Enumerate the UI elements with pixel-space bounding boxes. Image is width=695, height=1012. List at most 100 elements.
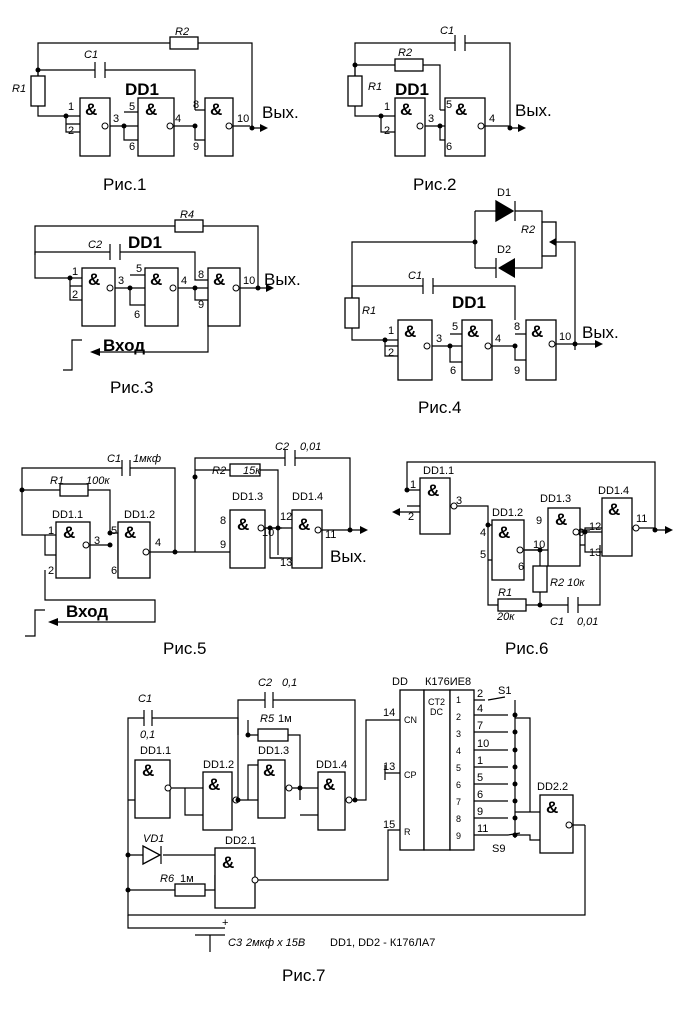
figure-7-caption: Рис.7 [282, 966, 326, 985]
row-number: 8 [456, 814, 461, 824]
r4-label: R4 [180, 209, 194, 221]
s1-label: S1 [498, 685, 511, 697]
nand-symbol: & [531, 322, 543, 341]
c3-value: 2мкф х 15В [245, 937, 305, 949]
pin-label: 1 [410, 479, 416, 491]
d1-label: D1 [497, 187, 511, 199]
dd1-2-label: DD1.2 [203, 759, 234, 771]
nand-symbol: & [208, 775, 220, 794]
nand-symbol: & [498, 523, 510, 542]
c1-value: 0,01 [577, 616, 598, 628]
dd1-3-label: DD1.3 [540, 493, 571, 505]
pin-label: 3 [456, 495, 462, 507]
c1-label: C1 [440, 25, 454, 37]
pin-label: 1 [68, 101, 74, 113]
ct2-label: CT2 [428, 697, 445, 707]
dd1-label: DD1 [128, 233, 162, 252]
r-label: R [404, 827, 411, 837]
c2-value: 0,1 [282, 677, 297, 689]
pin-label: 1 [72, 266, 78, 278]
dd2-2-label: DD2.2 [537, 781, 568, 793]
r1-label: R1 [12, 83, 26, 95]
nand-symbol: & [455, 100, 467, 119]
dd1-1-label: DD1.1 [52, 509, 83, 521]
nand-symbol: & [298, 515, 310, 534]
nand-symbol: & [608, 500, 620, 519]
cp-label: CP [404, 770, 417, 780]
r1-value: 100к [86, 475, 110, 487]
output-label: Вых. [264, 270, 301, 289]
pin-label: 8 [193, 99, 199, 111]
counter-output-pins: 2 4 7 10 1 5 6 9 11 [477, 688, 489, 835]
pin-label: 8 [198, 269, 204, 281]
pin-label: 12 [280, 511, 292, 523]
pin-label: 9 [198, 299, 204, 311]
input-label: Вход [103, 336, 145, 355]
pin-label: 3 [118, 275, 124, 287]
nand-symbol: & [222, 853, 234, 872]
dd1-label: DD1 [125, 80, 159, 99]
vd1-label: VD1 [143, 833, 164, 845]
pin-label: 5 [452, 321, 458, 333]
nand-symbol: & [210, 100, 222, 119]
figure-2: & & C1 R2 R1 DD1 1 2 3 5 6 4 Вых. Рис.2 [347, 25, 552, 194]
figure-4-caption: Рис.4 [418, 398, 462, 417]
output-label: Вых. [262, 103, 299, 122]
pin-label: 1 [388, 325, 394, 337]
dd1-label: DD1 [452, 293, 486, 312]
dd1-2-label: DD1.2 [492, 507, 523, 519]
dd1-1-label: DD1.1 [423, 465, 454, 477]
dd1-3-label: DD1.3 [232, 491, 263, 503]
pin-label: 8 [578, 527, 584, 539]
pin-label: 3 [428, 113, 434, 125]
row-number: 6 [456, 780, 461, 790]
c1-label: C1 [550, 616, 564, 628]
r2-value: R2 10к [550, 577, 585, 589]
figure-1-caption: Рис.1 [103, 175, 147, 194]
row-number: 9 [456, 831, 461, 841]
row-number: 4 [456, 746, 461, 756]
pin-label: 6 [450, 365, 456, 377]
figure-7: & & & & & & C1 0,1 C2 0,1 R5 1м DD1.1 DD… [125, 676, 586, 985]
figure-2-caption: Рис.2 [413, 175, 457, 194]
plus-sign: + [222, 917, 228, 929]
c1-label: C1 [84, 49, 98, 61]
r1-label: R1 [50, 475, 64, 487]
r6-value: 1м [180, 873, 194, 885]
pin-label: 2 [48, 565, 54, 577]
nand-symbol: & [263, 761, 275, 780]
nand-symbol: & [213, 270, 225, 289]
nand-symbol: & [555, 510, 567, 529]
r1-label: R1 [368, 81, 382, 93]
counter-row-numbers: 1 2 3 4 5 6 7 8 9 [456, 695, 461, 841]
pin-label: 8 [220, 515, 226, 527]
pin-label: 5 [111, 525, 117, 537]
pin-label: 4 [155, 537, 161, 549]
dd2-1-label: DD2.1 [225, 835, 256, 847]
pin-label: 10 [237, 113, 249, 125]
figure-6: & & & & DD1.1 DD1.2 DD1.3 DD1.4 R1 20к R… [392, 461, 673, 658]
output-label: Вых. [330, 547, 367, 566]
row-number: 7 [456, 797, 461, 807]
figure-5-caption: Рис.5 [163, 639, 207, 658]
nand-symbol: & [237, 515, 249, 534]
nand-symbol: & [323, 775, 335, 794]
c2-value: 0,01 [300, 441, 321, 453]
pin-label: 12 [589, 521, 601, 533]
pin-label: 9 [536, 515, 542, 527]
nand-symbol: & [145, 100, 157, 119]
dd1-3-label: DD1.3 [258, 745, 289, 757]
pin-label: 10 [559, 331, 571, 343]
c1-label: C1 [107, 453, 121, 465]
nand-symbol: & [404, 322, 416, 341]
c2-label: C2 [275, 441, 289, 453]
pin-label: 14 [383, 707, 395, 719]
nand-symbol: & [124, 523, 136, 542]
input-label: Вход [66, 602, 108, 621]
pin-label: 5 [446, 99, 452, 111]
nand-symbol: & [63, 523, 75, 542]
figure-5: & & & & C1 1мкф R1 100к DD1.1 DD1.2 R2 1… [19, 441, 368, 658]
pin-label: 3 [436, 333, 442, 345]
r1-label: R1 [498, 587, 512, 599]
